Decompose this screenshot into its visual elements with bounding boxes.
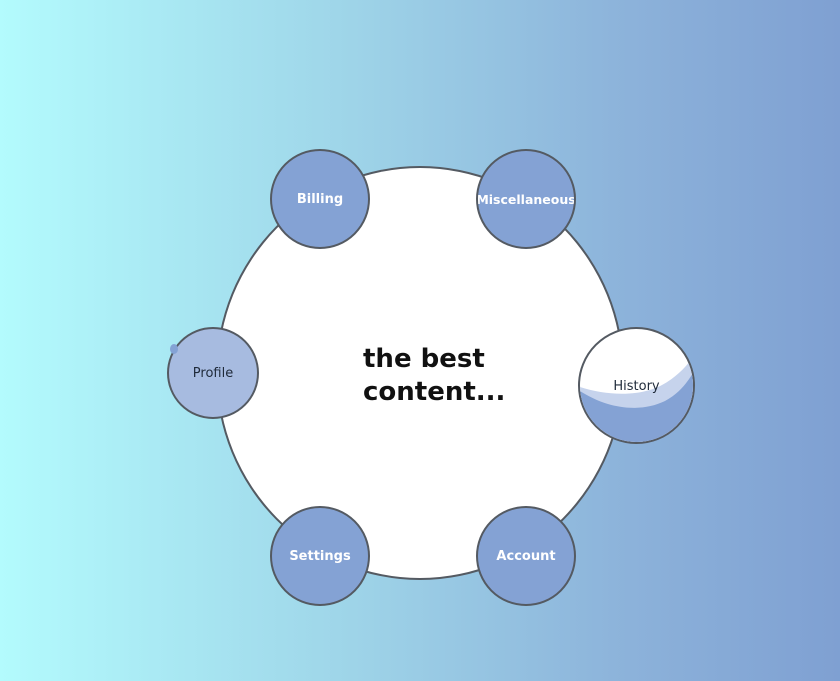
menu-history-label: History bbox=[613, 379, 660, 394]
menu-settings-label: Settings bbox=[289, 548, 351, 564]
menu-miscellaneous-label: Miscellaneous bbox=[476, 191, 576, 207]
menu-account-label: Account bbox=[496, 548, 556, 564]
menu-account-button[interactable]: Account bbox=[476, 506, 576, 606]
profile-indicator-dot bbox=[170, 344, 178, 354]
menu-profile-button[interactable]: Profile bbox=[167, 327, 259, 419]
menu-miscellaneous-button[interactable]: Miscellaneous bbox=[476, 149, 576, 249]
menu-billing-button[interactable]: Billing bbox=[270, 149, 370, 249]
menu-profile-label: Profile bbox=[192, 365, 234, 381]
hub-title: the best content... bbox=[363, 344, 506, 407]
menu-billing-label: Billing bbox=[296, 191, 344, 207]
history-wave-fill bbox=[580, 357, 693, 442]
menu-history-button[interactable]: History bbox=[578, 327, 695, 444]
menu-settings-button[interactable]: Settings bbox=[270, 506, 370, 606]
